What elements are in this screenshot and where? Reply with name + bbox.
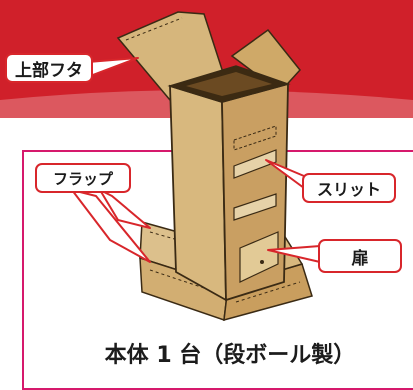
cardboard-box-illustration	[71, 11, 321, 322]
pointer-flap-2	[71, 189, 151, 263]
pointer-flap	[99, 189, 151, 229]
slit-upper	[233, 149, 277, 179]
top-flap-label: 上部フタ	[5, 53, 93, 83]
box-left-side	[169, 84, 227, 302]
pointer-top-flap	[87, 57, 139, 77]
slit-lower	[233, 193, 277, 221]
slit-label: スリット	[302, 173, 396, 203]
door-panel	[239, 231, 279, 283]
caption: 本体 1 台（段ボール製）	[104, 343, 356, 368]
door-label: 扉	[318, 239, 402, 273]
flap-label: フラップ	[35, 163, 131, 193]
